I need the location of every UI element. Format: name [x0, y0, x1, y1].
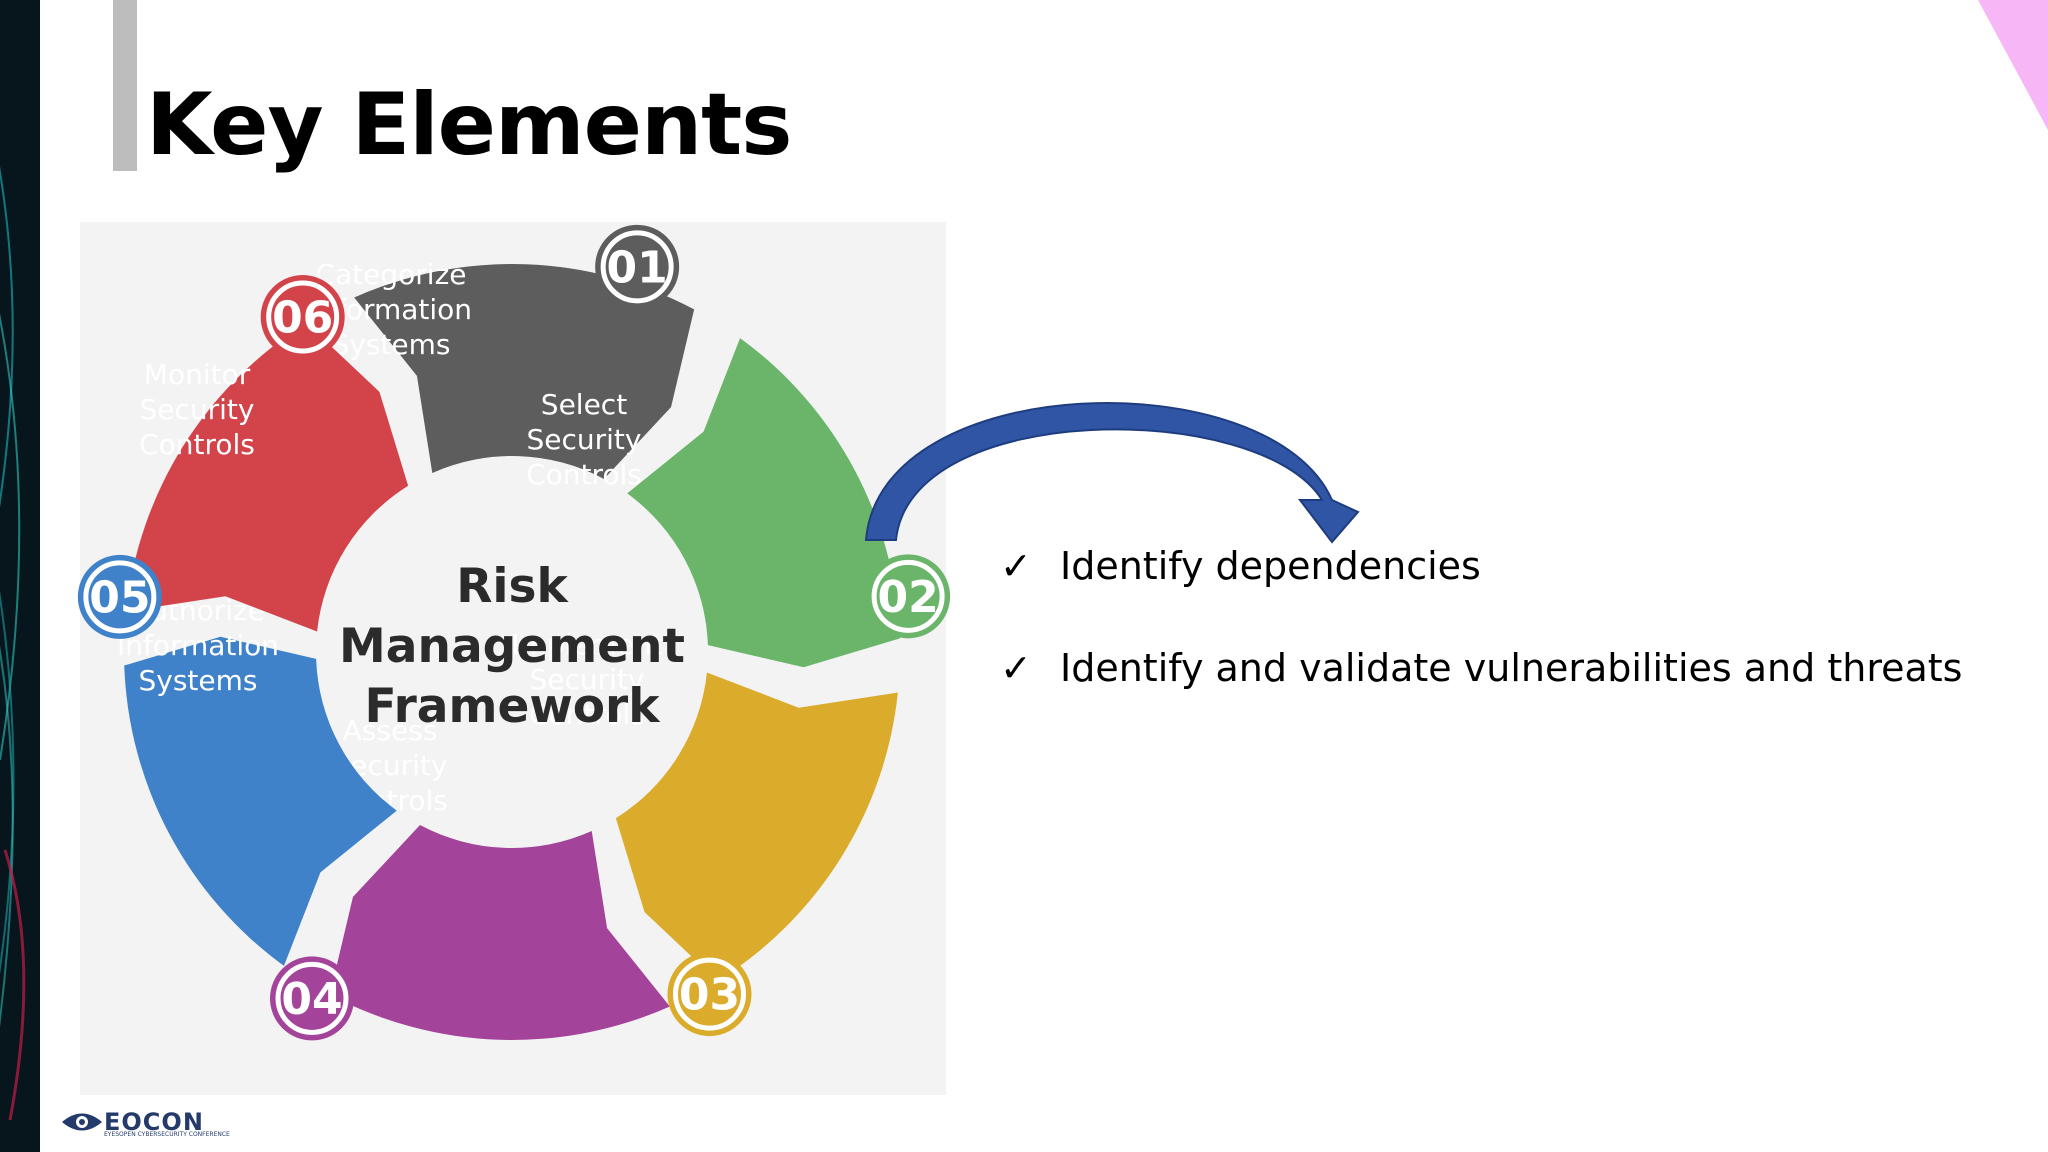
conference-logo: EOCON EYESOPEN CYBERSECURITY CONFERENCE: [60, 1102, 230, 1142]
step-number-badge-05: 05: [77, 554, 162, 639]
svg-text:03: 03: [679, 970, 740, 1021]
svg-text:04: 04: [281, 974, 342, 1025]
logo-name: EOCON: [104, 1108, 204, 1136]
step-number-badge-06: 06: [260, 275, 345, 360]
decorative-side-strip: [0, 0, 40, 1152]
step-segment-05: [124, 636, 397, 966]
logo-tagline: EYESOPEN CYBERSECURITY CONFERENCE: [104, 1131, 230, 1138]
step-number-badge-04: 04: [270, 956, 354, 1041]
svg-text:02: 02: [877, 572, 938, 623]
bullet-list: ✓ Identify dependencies ✓ Identify and v…: [1000, 536, 1962, 740]
step-segment-01: [354, 264, 695, 479]
step-segment-06: [126, 322, 409, 632]
svg-text:06: 06: [272, 293, 333, 344]
title-accent-bar: [113, 0, 137, 171]
step-segment-02: [627, 338, 900, 668]
svg-text:05: 05: [89, 572, 150, 623]
bullet-text: Identify dependencies: [1060, 544, 1481, 588]
step-number-badge-01: 01: [595, 224, 680, 309]
corner-accent: [1978, 0, 2048, 130]
check-icon: ✓: [1000, 646, 1032, 690]
step-segment-04: [329, 825, 670, 1040]
slide-title: Key Elements: [146, 75, 792, 175]
step-number-badge-02: 02: [866, 554, 951, 639]
bullet-item: ✓ Identify and validate vulnerabilities …: [1000, 638, 1962, 698]
bullet-item: ✓ Identify dependencies: [1000, 536, 1962, 596]
check-icon: ✓: [1000, 544, 1032, 588]
step-segment-03: [615, 672, 898, 982]
step-number-badge-03: 03: [667, 952, 752, 1037]
eye-icon: [62, 1113, 102, 1131]
svg-text:01: 01: [607, 242, 668, 293]
bullet-text: Identify and validate vulnerabilities an…: [1060, 646, 1963, 690]
